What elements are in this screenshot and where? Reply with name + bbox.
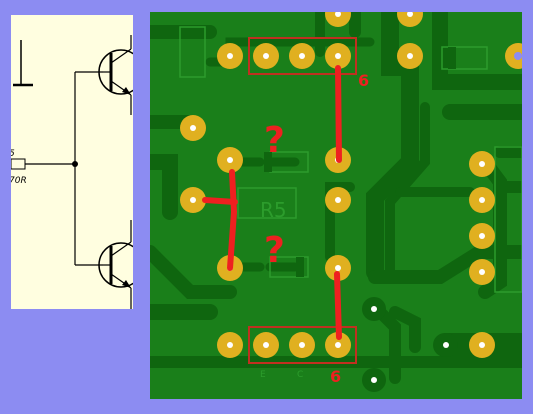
- diode-band-right: [448, 47, 456, 69]
- annotation-number-bottom: 6: [330, 367, 341, 386]
- diode-band-upper: [264, 152, 272, 172]
- silkscreen-r5-label: R5: [260, 198, 287, 222]
- highlight-box-bottom: [248, 326, 357, 364]
- resistor-value-label: 70R: [11, 176, 27, 186]
- pcb-layout-panel: R5 E C: [150, 12, 522, 399]
- copper-traces: [150, 12, 522, 384]
- resistor-symbol: [11, 158, 26, 170]
- silkscreen-pin-c-label: C: [297, 370, 303, 380]
- resistor-ref-partial: 5: [11, 149, 15, 159]
- pcb-drawing: R5 E C: [150, 12, 522, 392]
- schematic-drawing: 5 70R: [11, 35, 133, 309]
- annotation-number-top: 6: [358, 71, 369, 90]
- silkscreen-pin-e-label: E: [260, 370, 266, 380]
- schematic-panel: 5 70R: [11, 15, 133, 309]
- diode-band-lower: [296, 257, 304, 277]
- transistor-top: [98, 35, 133, 115]
- highlight-box-top: [248, 37, 357, 75]
- annotation-strokes: [202, 65, 342, 340]
- annotation-question-lower: ?: [264, 230, 285, 271]
- transistor-bottom: [98, 220, 133, 309]
- annotation-question-upper: ?: [264, 120, 285, 161]
